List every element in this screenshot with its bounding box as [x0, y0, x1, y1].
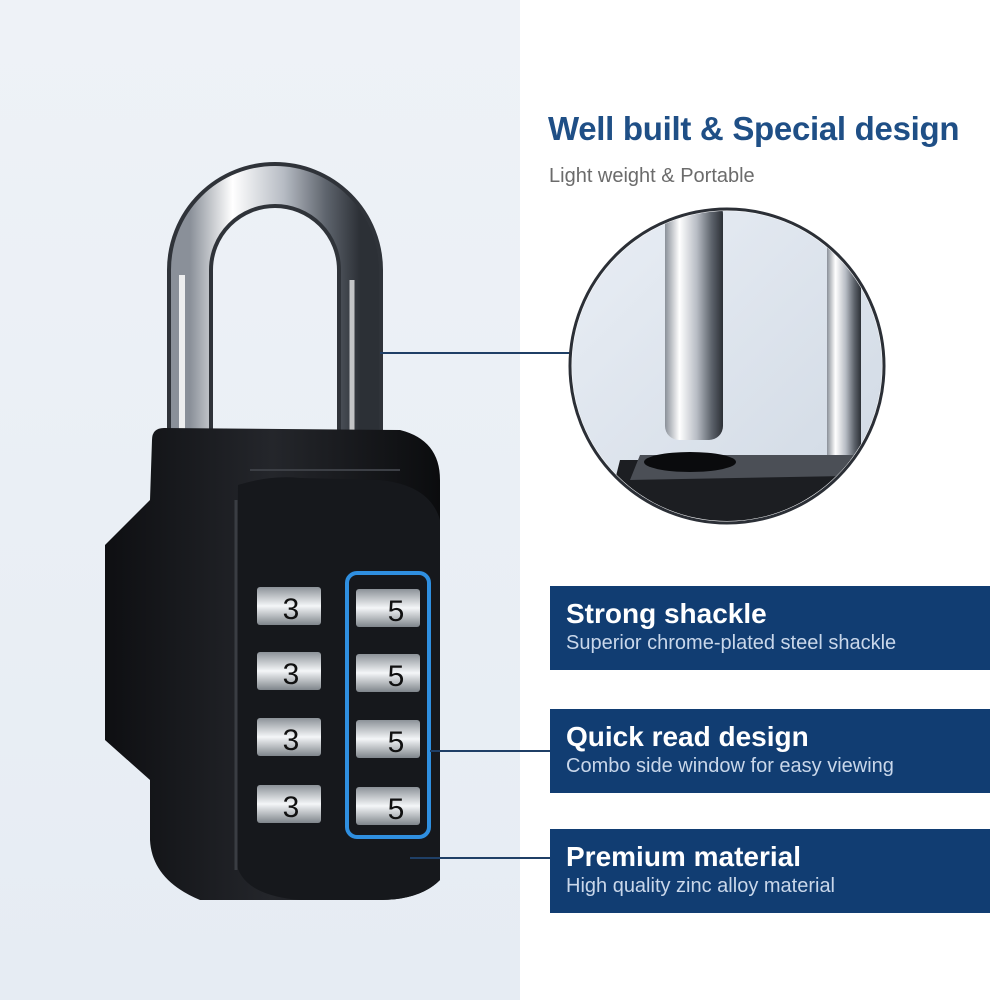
- side-window-highlight: [345, 571, 431, 839]
- dial-digit: 3: [283, 724, 300, 757]
- combination-dials: 3 5 3 5 3 5 3 5: [257, 587, 420, 826]
- page-subtitle: Light weight & Portable: [549, 165, 755, 187]
- dial-digit: 3: [283, 658, 300, 691]
- feature-title: Premium material: [566, 841, 801, 872]
- dial-row: [257, 587, 420, 627]
- dial-digit: 3: [283, 593, 300, 626]
- feature-description: High quality zinc alloy material: [566, 875, 836, 897]
- feature-title: Strong shackle: [566, 598, 767, 629]
- dial-digit: 5: [388, 660, 405, 693]
- dial-row: [257, 652, 420, 692]
- feature-description: Combo side window for easy viewing: [566, 755, 894, 777]
- dial-row: [257, 785, 420, 825]
- dial-digit: 5: [388, 595, 405, 628]
- shackle: [167, 162, 383, 500]
- dial-digit: 3: [283, 791, 300, 824]
- feature-card-premium-material: Premium material High quality zinc alloy…: [550, 829, 990, 913]
- shackle-zoom-detail: [568, 207, 886, 525]
- callout-lines: [380, 352, 572, 859]
- dial-digit: 5: [388, 726, 405, 759]
- feature-description: Superior chrome-plated steel shackle: [566, 632, 897, 654]
- feature-title: Quick read design: [566, 721, 809, 752]
- page-title: Well built & Special design: [548, 110, 960, 147]
- feature-card-quick-read: Quick read design Combo side window for …: [550, 709, 990, 793]
- dial-digit: 5: [388, 793, 405, 826]
- feature-card-strong-shackle: Strong shackle Superior chrome-plated st…: [550, 586, 990, 670]
- dial-row: [257, 718, 420, 758]
